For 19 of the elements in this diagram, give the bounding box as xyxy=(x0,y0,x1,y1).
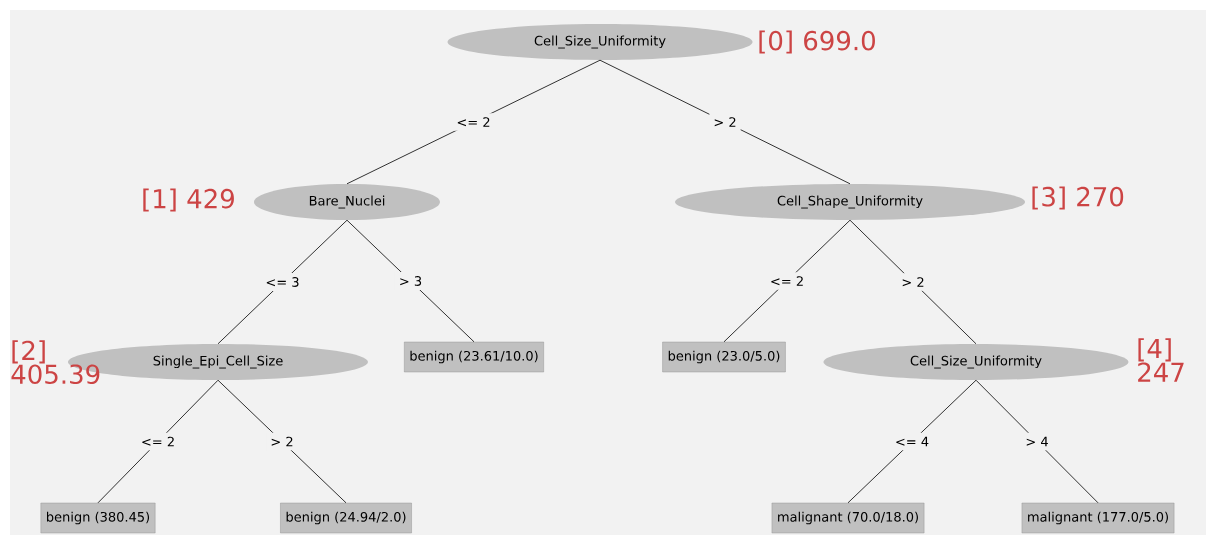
leaf-box: malignant (70.0/18.0) xyxy=(771,502,925,534)
edge-label: > 2 xyxy=(709,113,741,131)
leaf-box: benign (23.0/5.0) xyxy=(662,341,786,373)
node-annotation: [0] 699.0 xyxy=(759,30,875,54)
edge-label: <= 2 xyxy=(452,113,495,131)
node-annotation: [1] 429 xyxy=(143,188,234,212)
branch-line xyxy=(849,219,977,345)
leaf-box: benign (380.45) xyxy=(40,502,156,534)
edge-label: <= 3 xyxy=(261,273,304,291)
leaf-box: benign (24.94/2.0) xyxy=(280,502,412,534)
node-annotation: [4] 247 xyxy=(1138,338,1184,382)
branch-line xyxy=(346,219,475,343)
edge-label: > 3 xyxy=(394,272,427,290)
edge-label: > 2 xyxy=(897,273,929,291)
node-annotation: [3] 270 xyxy=(1032,186,1124,210)
branch-line xyxy=(723,219,851,343)
edge-label: <= 2 xyxy=(765,272,809,290)
leaf-box: malignant (177.0/5.0) xyxy=(1021,502,1175,534)
leaf-box: benign (23.61/10.0) xyxy=(404,341,544,373)
